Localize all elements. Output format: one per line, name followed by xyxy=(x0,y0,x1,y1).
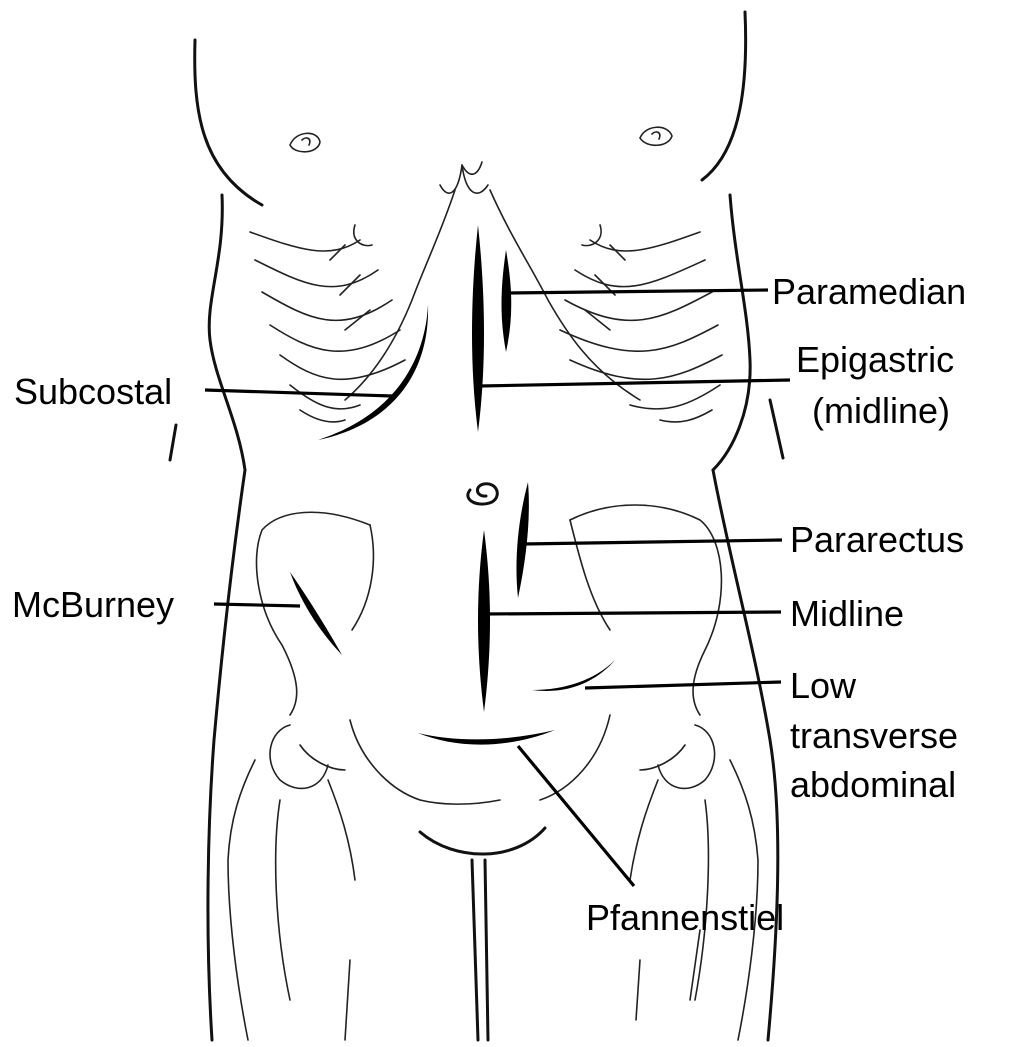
body-outline xyxy=(170,12,783,1040)
label-paramedian: Paramedian xyxy=(772,271,966,312)
leader-midline xyxy=(484,612,781,614)
leader-paramedian xyxy=(506,290,768,293)
leader-low-transverse xyxy=(585,682,781,688)
label-pararectus: Pararectus xyxy=(790,519,964,560)
label-pfannenstiel: Pfannenstiel xyxy=(586,897,784,938)
incisions xyxy=(290,225,615,745)
incision-pararectus xyxy=(516,482,528,598)
label-midline: Midline xyxy=(790,593,904,634)
label-abdominal: abdominal xyxy=(790,764,956,805)
leader-pfannenstiel xyxy=(518,746,634,886)
leader-pararectus xyxy=(523,540,782,544)
pelvis xyxy=(228,505,758,1040)
incision-mcburney xyxy=(290,572,342,655)
incision-pfannenstiel xyxy=(418,730,555,745)
incision-epigastric-midline xyxy=(472,225,484,432)
label-mcburney: McBurney xyxy=(12,584,174,625)
incision-midline-lower xyxy=(478,530,490,712)
label-epigastric-midline: (midline) xyxy=(812,390,950,431)
leader-epigastric xyxy=(480,380,790,386)
label-subcostal: Subcostal xyxy=(14,371,172,412)
leader-lines xyxy=(205,283,790,886)
label-transverse: transverse xyxy=(790,715,958,756)
leader-mcburney xyxy=(214,604,300,606)
incision-subcostal xyxy=(318,305,428,440)
label-epigastric: Epigastric xyxy=(796,339,954,380)
label-low: Low xyxy=(790,665,857,706)
